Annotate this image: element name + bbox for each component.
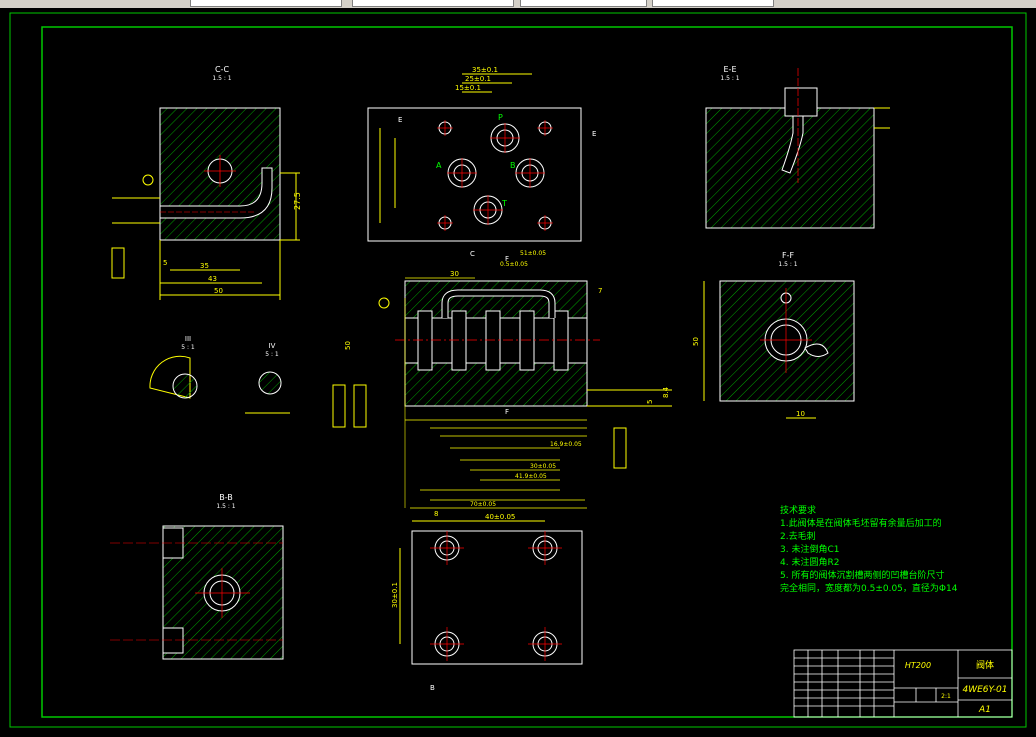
plotstyle-dropdown[interactable] xyxy=(652,0,774,7)
section-mark-b: B xyxy=(430,684,435,692)
tech-req-line: 5. 所有的阀体沉割槽两侧的凹槽台阶尺寸 xyxy=(780,569,944,581)
outer-frame xyxy=(9,12,1027,728)
tech-req-line: 完全相同，宽度都为0.5±0.05，直径为Φ14 xyxy=(780,582,958,594)
detail-views: III 5 : 1 IV 5 : 1 xyxy=(149,335,290,414)
bottom-dim-8: 8 xyxy=(434,510,438,518)
section-mark-f-top: F xyxy=(505,255,509,263)
main-dim-8-4: 8.4 xyxy=(662,386,670,398)
view-scale-ff: 1.5 : 1 xyxy=(778,261,797,268)
main-dim-0-5: 0.5±0.05 xyxy=(500,261,528,268)
layer-dropdown[interactable] xyxy=(190,0,342,7)
inner-frame xyxy=(41,26,1013,718)
cc-dim-27-5: 27.5 xyxy=(293,192,302,210)
lineweight-dropdown[interactable] xyxy=(520,0,647,7)
tech-req-line: 3. 未注倒角C1 xyxy=(780,543,839,555)
port-label-p: P xyxy=(498,113,503,122)
view-scale-ee: 1.5 : 1 xyxy=(720,75,739,82)
section-view-bb: B-B 1.5 : 1 xyxy=(110,493,284,660)
section-mark-e-left: E xyxy=(398,116,402,124)
main-dim-30: 30 xyxy=(450,270,459,278)
main-dim-41-9: 41.9±0.05 xyxy=(515,473,547,480)
view-scale-bb: 1.5 : 1 xyxy=(216,503,235,510)
top-view: P A B T 35±0.1 25±0.1 15±0.1 E E C xyxy=(367,66,596,258)
detail-title-4: IV xyxy=(269,342,276,350)
main-dim-50: 50 xyxy=(344,341,352,350)
drawing-svg[interactable]: C-C 1.5 : 1 27.5 35 43 50 5 xyxy=(0,8,1036,733)
bottom-view: 40±0.05 8 30±0.1 B xyxy=(391,510,583,692)
main-dim-51: 51±0.05 xyxy=(520,250,546,257)
view-title-cc: C-C xyxy=(215,65,229,74)
bottom-dim-30: 30±0.1 xyxy=(391,582,399,608)
title-sheet-size: A1 xyxy=(978,705,991,715)
cc-dim-35: 35 xyxy=(200,262,209,270)
cc-dim-5: 5 xyxy=(163,259,167,267)
top-dim-15: 15±0.1 xyxy=(455,84,481,92)
port-label-b: B xyxy=(510,161,516,170)
title-material: HT200 xyxy=(905,661,931,670)
drawing-canvas[interactable]: C-C 1.5 : 1 27.5 35 43 50 5 xyxy=(0,8,1036,733)
view-title-ee: E-E xyxy=(724,65,737,74)
port-label-a: A xyxy=(436,161,442,170)
detail-title-3: III xyxy=(185,335,191,343)
detail-scale-3: 5 : 1 xyxy=(181,344,195,351)
main-dim-30-05: 30±0.05 xyxy=(530,463,556,470)
top-dim-35: 35±0.1 xyxy=(472,66,498,74)
bottom-dim-40: 40±0.05 xyxy=(485,513,515,521)
technical-requirements: 技术要求 1.此阀体是在阀体毛坯留有余量后加工的 2.去毛刺 3. 未注倒角C1… xyxy=(780,504,958,594)
ff-dim-10: 10 xyxy=(796,410,805,418)
detail-scale-4: 5 : 1 xyxy=(265,351,279,358)
port-label-t: T xyxy=(501,199,507,208)
ff-dim-50: 50 xyxy=(692,337,700,346)
view-scale-cc: 1.5 : 1 xyxy=(212,75,231,82)
title-part-name: 阀体 xyxy=(976,659,994,671)
main-dim-16-9: 16.9±0.05 xyxy=(550,441,582,448)
tech-req-line: 4. 未注圆角R2 xyxy=(780,556,839,568)
view-title-bb: B-B xyxy=(219,493,233,502)
linetype-dropdown[interactable] xyxy=(352,0,514,7)
main-dim-5: 5 xyxy=(646,400,654,404)
cc-dim-50: 50 xyxy=(214,287,223,295)
title-block xyxy=(793,649,1013,718)
tech-req-line: 2.去毛刺 xyxy=(780,530,816,542)
cc-dim-43: 43 xyxy=(208,275,217,283)
section-view-ff: F-F 1.5 : 1 50 10 xyxy=(692,251,855,419)
section-mark-f-bottom: F xyxy=(505,408,509,416)
top-dim-25: 25±0.1 xyxy=(465,75,491,83)
title-drawing-no: 4WE6Y-01 xyxy=(963,685,1008,695)
main-section-view: 30 0.5±0.05 7 51±0.05 16.9±0.05 30±0.05 … xyxy=(332,250,672,509)
section-view-ee: E-E 1.5 : 1 xyxy=(705,65,890,229)
tech-req-title: 技术要求 xyxy=(780,504,816,516)
view-title-ff: F-F xyxy=(782,251,794,260)
section-mark-e-right: E xyxy=(592,130,596,138)
section-view-cc: C-C 1.5 : 1 27.5 35 43 50 5 xyxy=(111,65,302,300)
tech-req-line: 1.此阀体是在阀体毛坯留有余量后加工的 xyxy=(780,517,942,529)
main-dim-70: 70±0.05 xyxy=(470,501,496,508)
title-scale: 2:1 xyxy=(941,693,951,700)
main-dim-7: 7 xyxy=(598,287,602,295)
section-mark-c: C xyxy=(470,250,475,258)
